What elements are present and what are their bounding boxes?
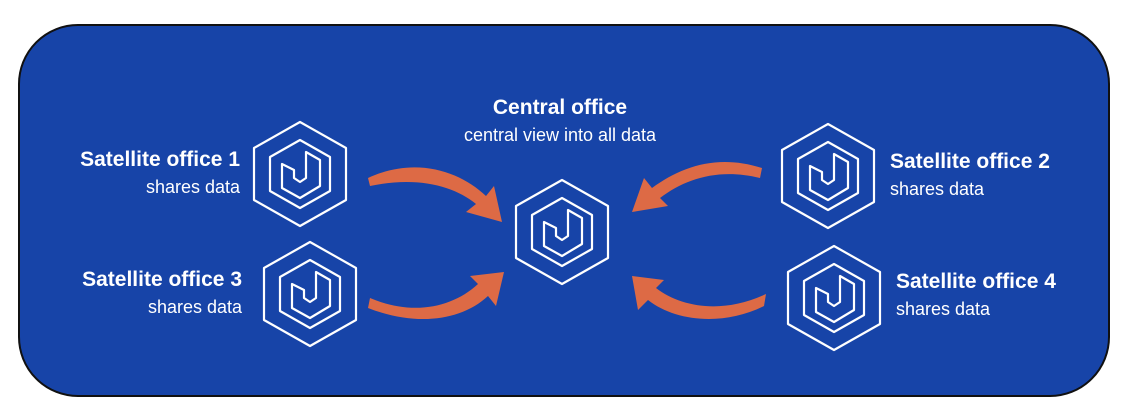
satellite-office-4-subtitle: shares data [896, 299, 991, 319]
satellite-office-1-title: Satellite office 1 [80, 148, 240, 171]
satellite-office-3-hexagon-logo-icon [262, 240, 358, 348]
satellite-office-4-label: Satellite office 4 shares data [896, 268, 1106, 322]
central-office-label: Central office central view into all dat… [400, 94, 720, 148]
arrow-2-body [632, 161, 762, 212]
satellite-office-3-subtitle: shares data [147, 297, 242, 317]
satellite-office-1-hexagon-logo-icon [252, 120, 348, 228]
satellite-office-4-title: Satellite office 4 [896, 270, 1056, 293]
satellite-office-2-hexagon-logo-icon [780, 122, 876, 230]
satellite-office-2-label: Satellite office 2 shares data [890, 148, 1100, 202]
arrow-satellite-1-to-central [368, 161, 766, 320]
central-office-title: Central office [492, 96, 628, 119]
satellite-office-1-label: Satellite office 1 shares data [30, 146, 240, 200]
satellite-office-1-subtitle: shares data [145, 177, 240, 197]
central-office-subtitle: central view into all data [463, 125, 657, 145]
satellite-office-2-title: Satellite office 2 [890, 150, 1050, 173]
arrow-1-body [368, 167, 502, 222]
arrow-3-body [368, 272, 504, 320]
arrow-4-body [632, 276, 766, 319]
satellite-office-4-hexagon-logo-icon [786, 244, 882, 352]
diagram-panel: Central office central view into all dat… [18, 24, 1110, 397]
satellite-office-2-subtitle: shares data [890, 179, 985, 199]
satellite-office-3-label: Satellite office 3 shares data [30, 266, 242, 320]
central-office-hexagon-logo-icon [514, 178, 610, 286]
satellite-office-3-title: Satellite office 3 [82, 268, 242, 291]
